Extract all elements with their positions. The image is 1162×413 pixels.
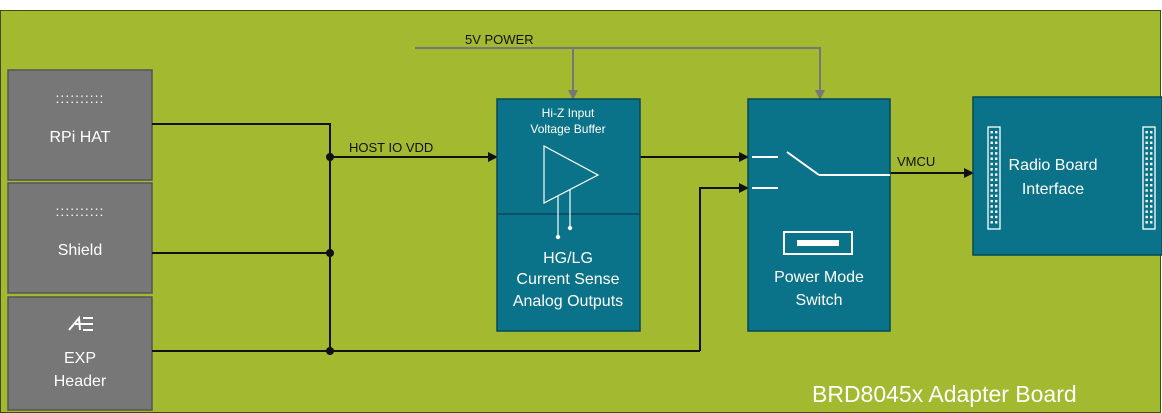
shield-connector-dots: ::::::::::	[56, 203, 105, 219]
amplifier-symbol-icon	[543, 144, 600, 240]
exp-to-switch-arrow	[699, 183, 749, 351]
rpi-hat-connector-dots: ::::::::::	[56, 90, 105, 106]
junction-dot-exp	[326, 347, 334, 355]
5v-power-rail	[415, 47, 825, 100]
vmcu-label: VMCU	[897, 154, 935, 169]
radio-board-interface-block	[972, 96, 1162, 256]
slide-switch-icon	[783, 231, 853, 255]
current-sense-line2: Current Sense	[516, 271, 619, 288]
exp-label: EXP	[64, 350, 96, 367]
5v-power-line	[415, 47, 825, 100]
exp-header-block	[7, 296, 153, 411]
radio-board-label: Radio Board	[1009, 157, 1098, 174]
host-io-wiring	[152, 123, 974, 355]
power-mode-switch-block	[747, 98, 891, 332]
left-pin-header-icon	[987, 126, 1001, 230]
junction-dot-shield	[326, 249, 334, 257]
voltage-buffer-block	[496, 98, 641, 332]
exp-header-symbol-icon	[68, 315, 93, 331]
board-title: BRD8045x Adapter Board	[812, 381, 1077, 407]
right-pin-header-icon	[1142, 126, 1156, 230]
host-io-vdd-label: HOST IO VDD	[349, 140, 433, 155]
current-sense-line1: HG/LG	[543, 250, 593, 267]
interface-label: Interface	[1022, 181, 1084, 198]
header-label: Header	[54, 373, 107, 390]
current-sense-line3: Analog Outputs	[513, 293, 623, 310]
switch-symbol-icon	[752, 151, 890, 189]
buffer-title-line1: Hi-Z Input	[542, 106, 595, 120]
rpi-hat-label: RPi HAT	[49, 129, 110, 146]
buffer-title-line2: Voltage Buffer	[530, 122, 605, 136]
junction-dot-host-io	[326, 153, 334, 161]
shield-label: Shield	[58, 242, 102, 259]
power-mode-label: Power Mode	[774, 269, 864, 286]
rpi-hat-wire	[152, 123, 331, 355]
switch-label: Switch	[795, 292, 842, 309]
shield-block	[7, 182, 153, 294]
5v-power-label: 5V POWER	[465, 32, 534, 47]
rpi-hat-block	[7, 69, 153, 181]
